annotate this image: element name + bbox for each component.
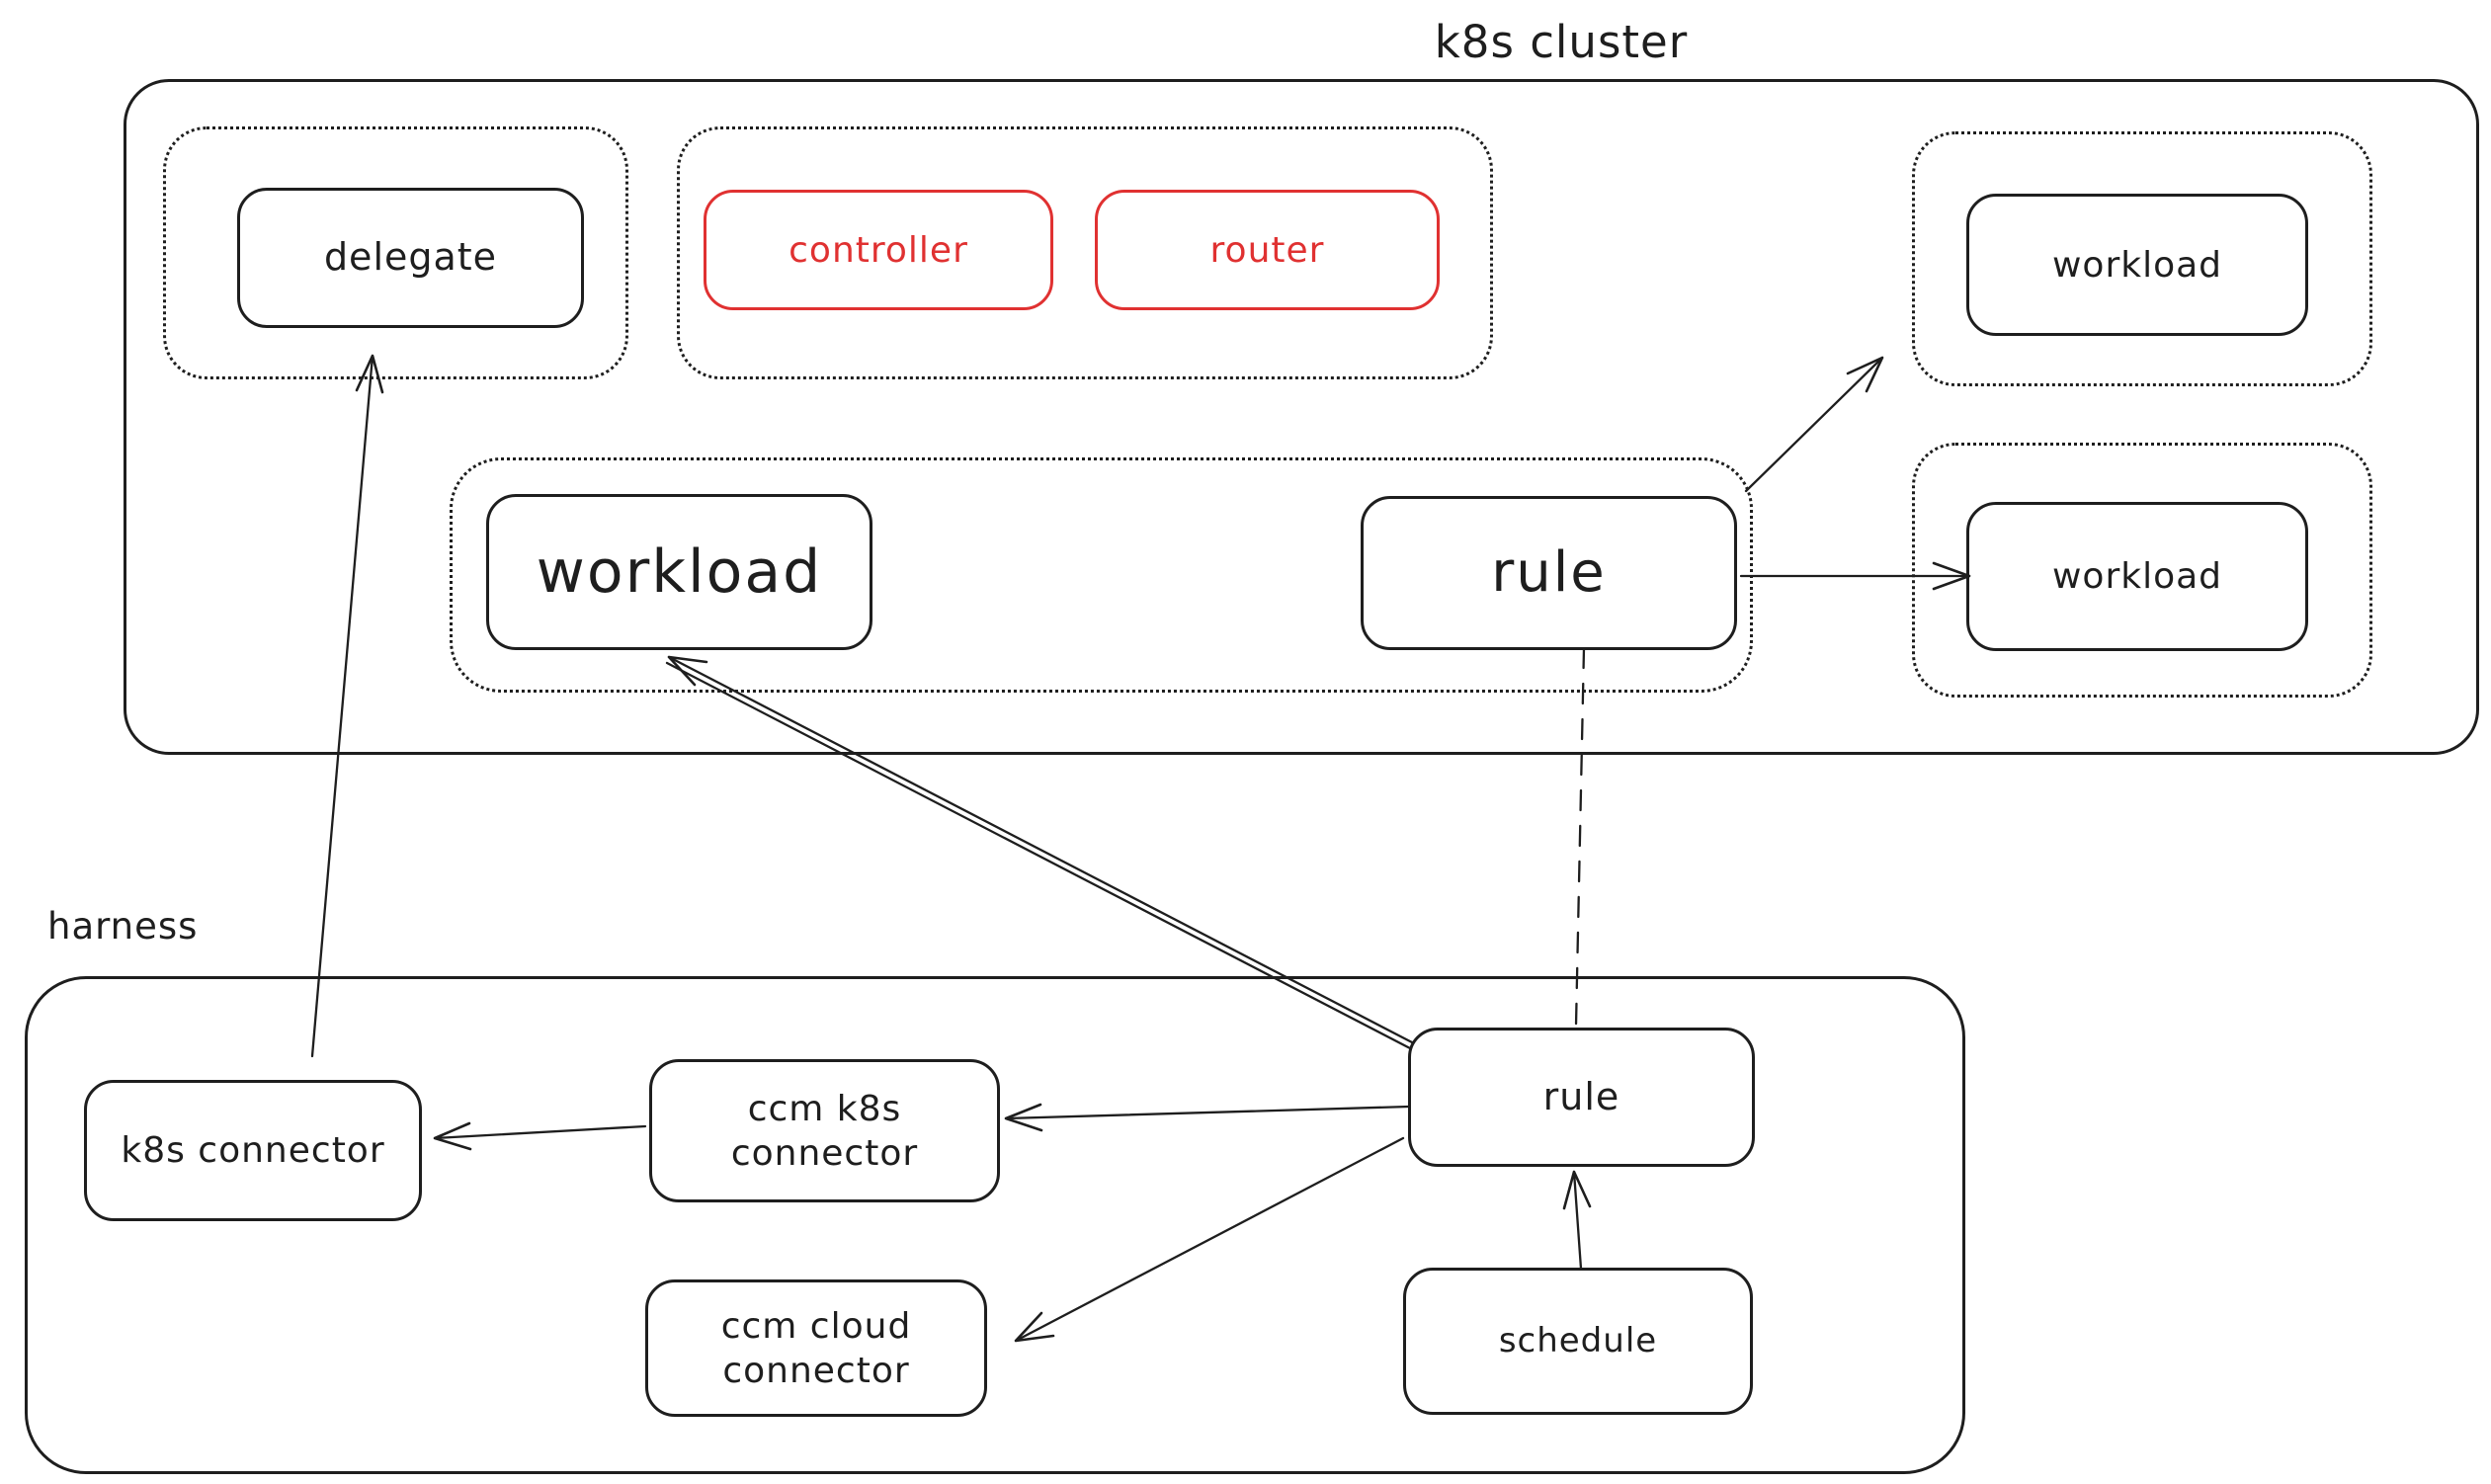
workload-mid-node: workload (486, 494, 872, 650)
controller-node: controller (704, 190, 1053, 310)
delegate-dotted-group (163, 126, 628, 379)
workload-right-node: workload (1966, 502, 2308, 651)
rule-cluster-node: rule (1361, 496, 1737, 650)
delegate-node: delegate (237, 188, 584, 328)
ccm-cloud-connector-node: ccm cloud connector (645, 1279, 987, 1417)
k8s-cluster-title: k8s cluster (1434, 16, 1689, 68)
workload-top-dotted-group (1912, 131, 2372, 386)
schedule-node: schedule (1403, 1268, 1753, 1415)
rule-harness-node: rule (1408, 1028, 1755, 1167)
workload-top-node: workload (1966, 194, 2308, 336)
router-node: router (1095, 190, 1440, 310)
workload-right-dotted-group (1912, 443, 2372, 698)
ccm-k8s-connector-node: ccm k8s connector (649, 1059, 1000, 1202)
controller-router-dotted-group (677, 126, 1493, 379)
harness-title: harness (47, 905, 199, 948)
k8s-connector-node: k8s connector (84, 1080, 422, 1221)
